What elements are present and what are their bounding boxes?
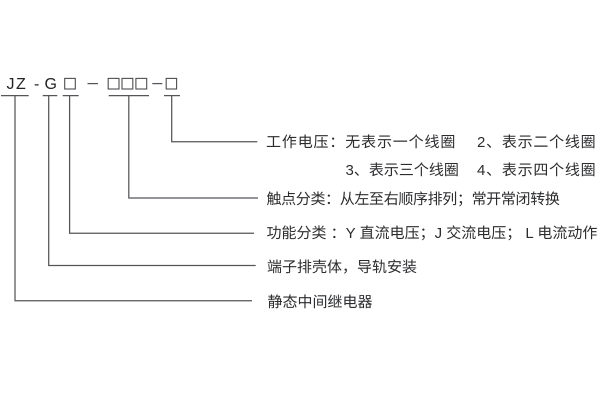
leader-line-relay-name <box>14 96 252 302</box>
model-code-hyphen: - <box>34 76 40 94</box>
label-contact-class: 触点分类：从左至右顺序排列；常开常闭转换 <box>266 190 560 208</box>
label-function-class: 功能分类 ：Y 直流电压；J 交流电压； L 电流动作 <box>266 225 598 243</box>
label-working-voltage-line2-left: 3、表示三个线圈 <box>345 161 459 179</box>
label-housing: 端子排壳体，导轨安装 <box>267 258 418 276</box>
model-box-contact-3 <box>135 77 148 90</box>
leader-line-function-class <box>68 96 254 234</box>
label-working-voltage-line1-right: 2、表示二个线圈 <box>477 133 597 151</box>
model-box-contact-2 <box>121 77 134 90</box>
label-working-voltage-line2-right: 4、表示四个线圈 <box>477 161 597 179</box>
model-box-contact-1 <box>107 77 120 90</box>
model-code-prefix: JZ <box>6 76 28 94</box>
leader-line-working-voltage <box>171 96 258 143</box>
leader-line-housing <box>48 96 256 267</box>
model-code-series: G <box>44 76 57 94</box>
label-working-voltage-line1-left: 工作电压：无表示一个线圈 <box>266 133 457 151</box>
label-relay-name: 静态中间继电器 <box>267 293 373 311</box>
model-box-voltage <box>165 77 178 90</box>
leader-line-contact-class <box>128 96 258 199</box>
model-box-function <box>64 77 76 90</box>
